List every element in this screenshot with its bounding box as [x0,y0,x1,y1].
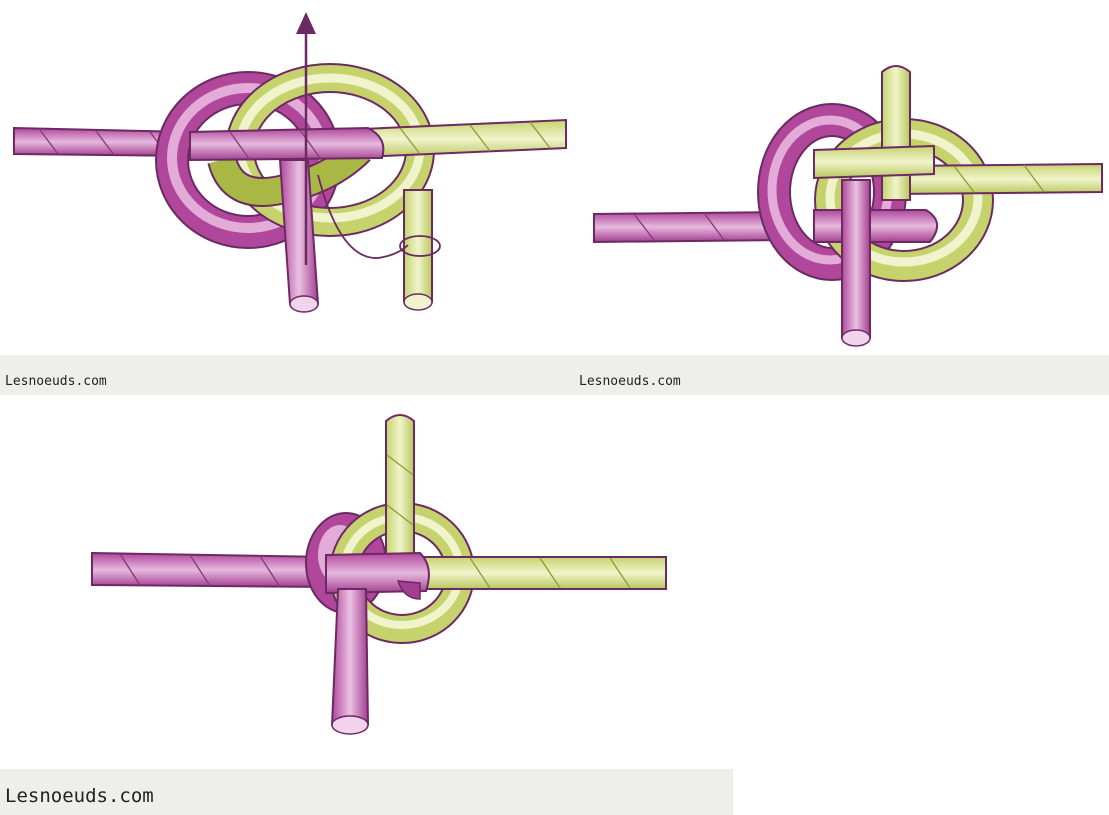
purple-rope-standing-part [594,212,784,242]
watermark-caption: Lesnoeuds.com [579,374,681,389]
knot-step-3-illustration [0,395,733,769]
green-rope-end [404,190,432,310]
watermark-caption: Lesnoeuds.com [5,374,107,389]
green-rope-standing-part [420,557,666,589]
caption-bar: Lesnoeuds.com [0,355,574,395]
purple-rope-crossing [190,128,383,160]
purple-rope-end [332,589,368,734]
caption-bar: Lesnoeuds.com [0,769,733,815]
purple-rope-standing-part [92,553,330,587]
knot-step-2-panel: Lesnoeuds.com [574,0,1109,395]
green-rope-crossing [814,146,934,178]
knot-step-1-panel: Lesnoeuds.com [0,0,574,395]
caption-bar: Lesnoeuds.com [574,355,1109,395]
green-rope-end [882,66,910,200]
knot-step-2-illustration [574,0,1109,355]
purple-rope-end [842,180,870,346]
watermark-caption: Lesnoeuds.com [5,785,154,807]
purple-rope-crossing [814,210,937,242]
green-rope-end [386,415,414,555]
knot-step-1-illustration [0,0,574,355]
knot-step-3-panel: Lesnoeuds.com [0,395,733,815]
